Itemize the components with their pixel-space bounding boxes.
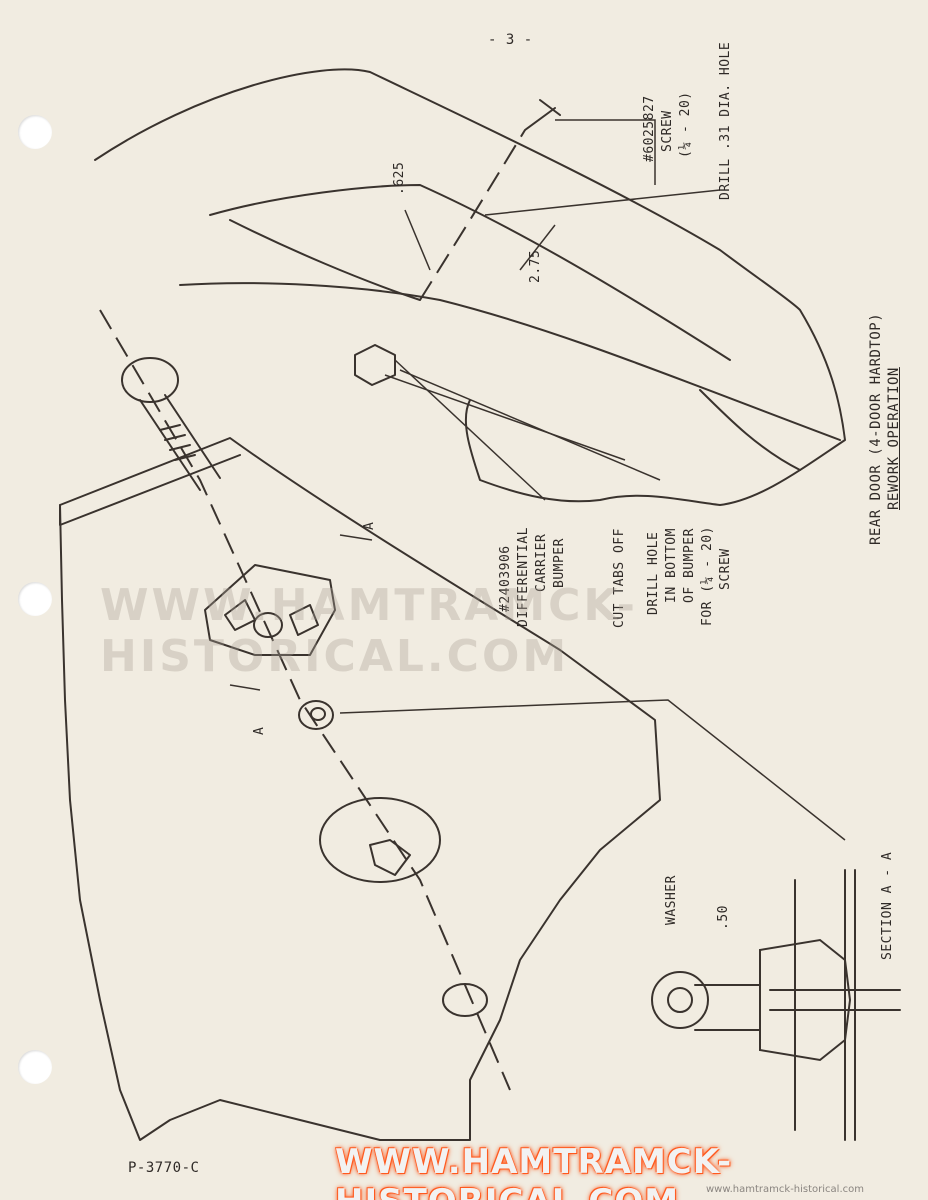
bumper-window-2 <box>289 604 319 636</box>
label-dim-50: .50 <box>716 905 731 930</box>
label-section-a-left: A <box>252 726 267 735</box>
leader-bumper-3 <box>399 369 661 481</box>
leader-drill <box>484 189 721 216</box>
bumper-hole <box>253 612 283 638</box>
punch-hole-top <box>18 115 52 149</box>
door-screw <box>524 99 561 131</box>
screw-head <box>121 357 179 403</box>
panel-outline <box>59 437 661 1141</box>
page-number: - 3 - <box>488 32 533 48</box>
label-title-line2: REWORK OPERATION <box>886 367 902 510</box>
door-glass-line <box>209 184 731 361</box>
door-centerline <box>419 129 526 301</box>
label-washer: WASHER <box>664 875 679 925</box>
panel-top-edge <box>59 454 241 526</box>
section-washer-inner <box>667 987 693 1013</box>
section-arrow-left <box>229 684 261 691</box>
site-url-small: www.hamtramck-historical.com <box>706 1184 864 1195</box>
watermark-text: WWW.HAMTRAMCK-HISTORICAL.COM <box>100 580 638 682</box>
door-lower-panel <box>699 389 801 471</box>
label-dim-275: 2.75 <box>528 249 543 283</box>
door-outer-curve <box>94 68 846 506</box>
punch-hole-bottom <box>18 1050 52 1084</box>
dim-625-line <box>404 209 431 271</box>
label-screw-name: SCREW <box>660 110 675 152</box>
section-arrow-top <box>339 534 373 541</box>
assembly-centerline <box>99 309 511 1091</box>
leader-screw <box>555 119 656 185</box>
form-number: P-3770-C <box>128 1160 200 1176</box>
retainer-cap <box>319 797 441 883</box>
washer-hole <box>310 707 326 721</box>
label-drill-hole: DRILL .31 DIA. HOLE <box>718 41 733 200</box>
label-section-a-top: A <box>362 521 377 530</box>
label-dim-625: .625 <box>392 161 407 195</box>
washer-ring <box>298 700 334 730</box>
door-belt-line <box>179 282 841 441</box>
retainer-clip <box>369 839 411 876</box>
section-washer-outer <box>651 971 709 1029</box>
plug <box>442 983 488 1017</box>
leader-bumper-2 <box>384 374 626 461</box>
bumper-body <box>204 564 336 656</box>
door-bumper <box>354 344 396 386</box>
leader-bumper-1 <box>394 359 546 501</box>
label-section-title: SECTION A - A <box>880 851 895 960</box>
site-banner: WWW.HAMTRAMCK-HISTORICAL.COM <box>335 1142 733 1200</box>
label-screw-size: (¼ - 20) <box>678 91 693 158</box>
section-shaft <box>769 989 901 1011</box>
section-body <box>759 938 852 1062</box>
screw-shaft <box>139 394 221 491</box>
label-screw-part: #6025827 <box>642 95 657 162</box>
dim-275-line <box>519 224 556 271</box>
section-dim-50 <box>694 984 761 1031</box>
door-inner-curve <box>229 219 421 301</box>
section-panel-right <box>844 869 856 1141</box>
punch-hole-middle <box>18 582 52 616</box>
leader-washer <box>339 699 846 841</box>
label-title-line1: REAR DOOR (4-DOOR HARDTOP) <box>868 312 884 545</box>
